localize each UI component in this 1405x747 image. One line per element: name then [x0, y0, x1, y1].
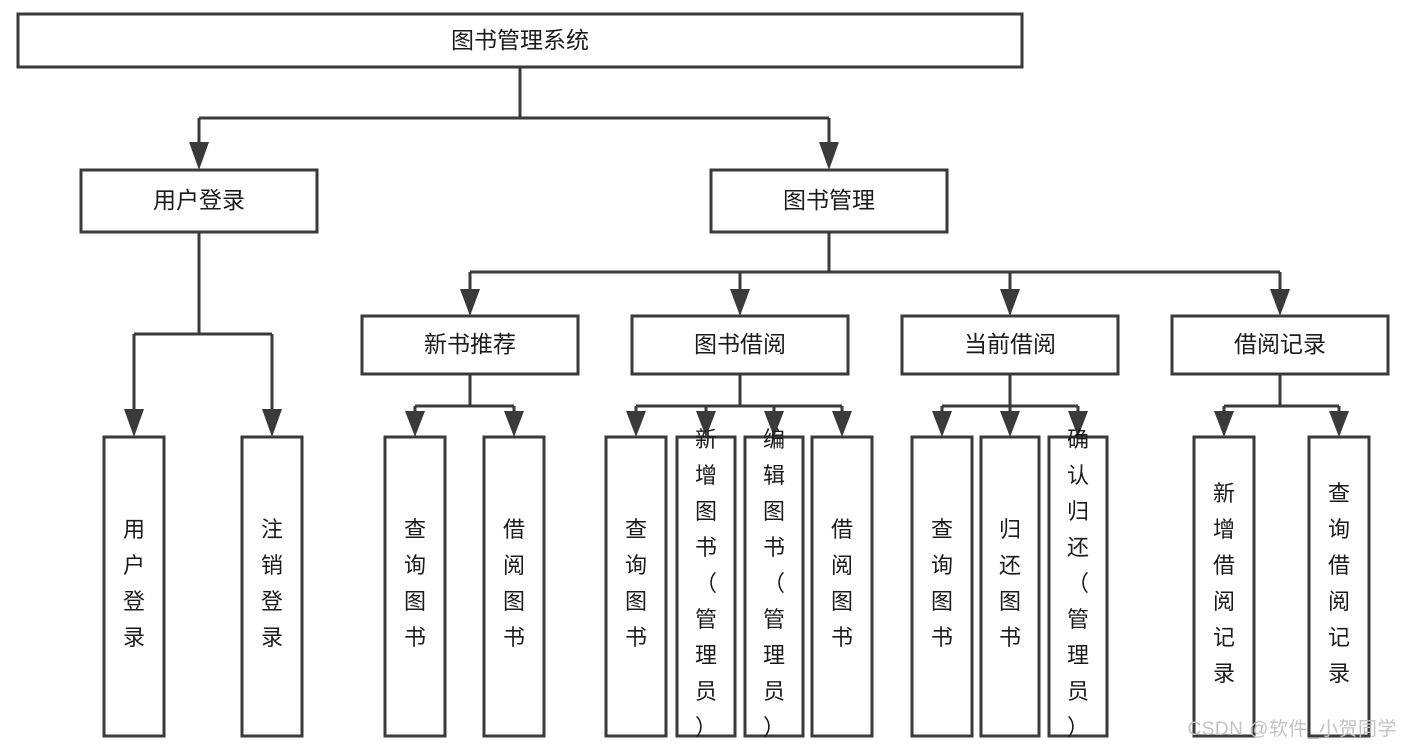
- arrowhead-leaf-borrow-book-2: [832, 411, 852, 437]
- leaf-logout[interactable]: 注销登录: [240, 435, 304, 738]
- node-borrow-record[interactable]: 借阅记录: [1170, 314, 1390, 376]
- arrowhead-leaf-query-book-3: [932, 411, 952, 437]
- node-new-book-rec[interactable]: 新书推荐: [360, 314, 580, 376]
- leaf-add-record[interactable]: 新增借阅记录: [1192, 435, 1256, 738]
- node-root-label: 图书管理系统: [451, 27, 589, 53]
- leaf-query-book-2-box[interactable]: [604, 435, 668, 738]
- leaf-borrow-book-2-label: 借阅图书: [831, 517, 853, 650]
- arrowhead-leaf-query-record: [1329, 411, 1349, 437]
- arrowhead-leaf-add-book: [696, 411, 716, 437]
- arrowhead-leaf-edit-book: [764, 411, 784, 437]
- arrowhead-leaf-query-book-1: [405, 411, 425, 437]
- arrowhead-book-borrow: [730, 289, 750, 316]
- arrowhead-borrow-record: [1270, 289, 1290, 316]
- arrowhead-new-book-rec: [460, 289, 480, 316]
- arrowhead-leaf-query-book-2: [626, 411, 646, 437]
- leaf-confirm-return[interactable]: 确认归还（管理员）: [1047, 427, 1109, 740]
- leaf-user-login-box[interactable]: [102, 435, 166, 738]
- connector-layer: [124, 67, 1349, 437]
- leaf-edit-book[interactable]: 编辑图书（管理员）: [743, 427, 805, 740]
- leaf-confirm-return-box[interactable]: [1047, 435, 1109, 738]
- leaf-add-book-box[interactable]: [675, 435, 737, 738]
- leaf-add-book-label: 新增图书（管理员）: [695, 427, 717, 740]
- leaf-return-book[interactable]: 归还图书: [979, 435, 1041, 738]
- leaf-user-login-label: 用户登录: [123, 517, 145, 650]
- leaf-borrow-book-1-label: 借阅图书: [503, 517, 525, 650]
- node-user-login-label: 用户登录: [153, 187, 245, 213]
- leaf-borrow-book-1-box[interactable]: [482, 435, 546, 738]
- node-user-login[interactable]: 用户登录: [79, 168, 319, 234]
- node-book-borrow-label: 图书借阅: [694, 331, 786, 357]
- arrowhead-leaf-borrow-book-1: [504, 411, 524, 437]
- leaf-query-book-1[interactable]: 查询图书: [383, 435, 447, 738]
- leaf-query-record-label: 查询借阅记录: [1328, 481, 1350, 686]
- leaf-query-book-1-label: 查询图书: [404, 517, 426, 650]
- arrowhead-leaf-return-book: [1000, 411, 1020, 437]
- leaf-query-book-2-label: 查询图书: [625, 517, 647, 650]
- leaf-user-login[interactable]: 用户登录: [102, 435, 166, 738]
- node-book-borrow-box[interactable]: [630, 314, 850, 376]
- arrowhead-user-login: [189, 142, 209, 170]
- arrowhead-leaf-confirm-return: [1068, 411, 1088, 437]
- node-current-borrow-label: 当前借阅: [964, 331, 1056, 357]
- arrowhead-leaf-add-record: [1214, 411, 1234, 437]
- arrowhead-leaf-logout: [262, 409, 282, 437]
- leaf-logout-box[interactable]: [240, 435, 304, 738]
- arrowhead-current-borrow: [1000, 289, 1020, 316]
- leaf-add-record-box[interactable]: [1192, 435, 1256, 738]
- node-root-box[interactable]: [16, 12, 1024, 69]
- arrowhead-book-mgmt: [819, 142, 839, 170]
- leaf-borrow-book-2-box[interactable]: [810, 435, 874, 738]
- leaf-query-book-2[interactable]: 查询图书: [604, 435, 668, 738]
- node-book-mgmt-box[interactable]: [709, 168, 949, 234]
- node-book-mgmt-label: 图书管理: [783, 187, 875, 213]
- leaf-query-book-3-box[interactable]: [910, 435, 974, 738]
- node-new-book-rec-label: 新书推荐: [424, 331, 516, 357]
- node-current-borrow-box[interactable]: [900, 314, 1120, 376]
- leaf-query-book-1-box[interactable]: [383, 435, 447, 738]
- leaf-add-book[interactable]: 新增图书（管理员）: [675, 427, 737, 740]
- node-current-borrow[interactable]: 当前借阅: [900, 314, 1120, 376]
- leaf-query-book-3-label: 查询图书: [931, 517, 953, 650]
- node-user-login-box[interactable]: [79, 168, 319, 234]
- leaf-query-book-3[interactable]: 查询图书: [910, 435, 974, 738]
- leaf-borrow-book-2[interactable]: 借阅图书: [810, 435, 874, 738]
- node-book-mgmt[interactable]: 图书管理: [709, 168, 949, 234]
- arrowhead-leaf-user-login: [124, 409, 144, 437]
- leaf-query-record-box[interactable]: [1307, 435, 1371, 738]
- leaf-return-book-box[interactable]: [979, 435, 1041, 738]
- leaf-add-record-label: 新增借阅记录: [1213, 481, 1235, 686]
- leaf-return-book-label: 归还图书: [999, 517, 1021, 650]
- leaf-query-record[interactable]: 查询借阅记录: [1307, 435, 1371, 738]
- leaf-confirm-return-label: 确认归还（管理员）: [1067, 427, 1089, 740]
- node-borrow-record-box[interactable]: [1170, 314, 1390, 376]
- node-root[interactable]: 图书管理系统: [16, 12, 1024, 69]
- node-borrow-record-label: 借阅记录: [1234, 331, 1326, 357]
- node-new-book-rec-box[interactable]: [360, 314, 580, 376]
- node-book-borrow[interactable]: 图书借阅: [630, 314, 850, 376]
- leaf-borrow-book-1[interactable]: 借阅图书: [482, 435, 546, 738]
- leaf-logout-label: 注销登录: [261, 517, 283, 650]
- leaf-edit-book-box[interactable]: [743, 435, 805, 738]
- leaf-edit-book-label: 编辑图书（管理员）: [763, 427, 785, 740]
